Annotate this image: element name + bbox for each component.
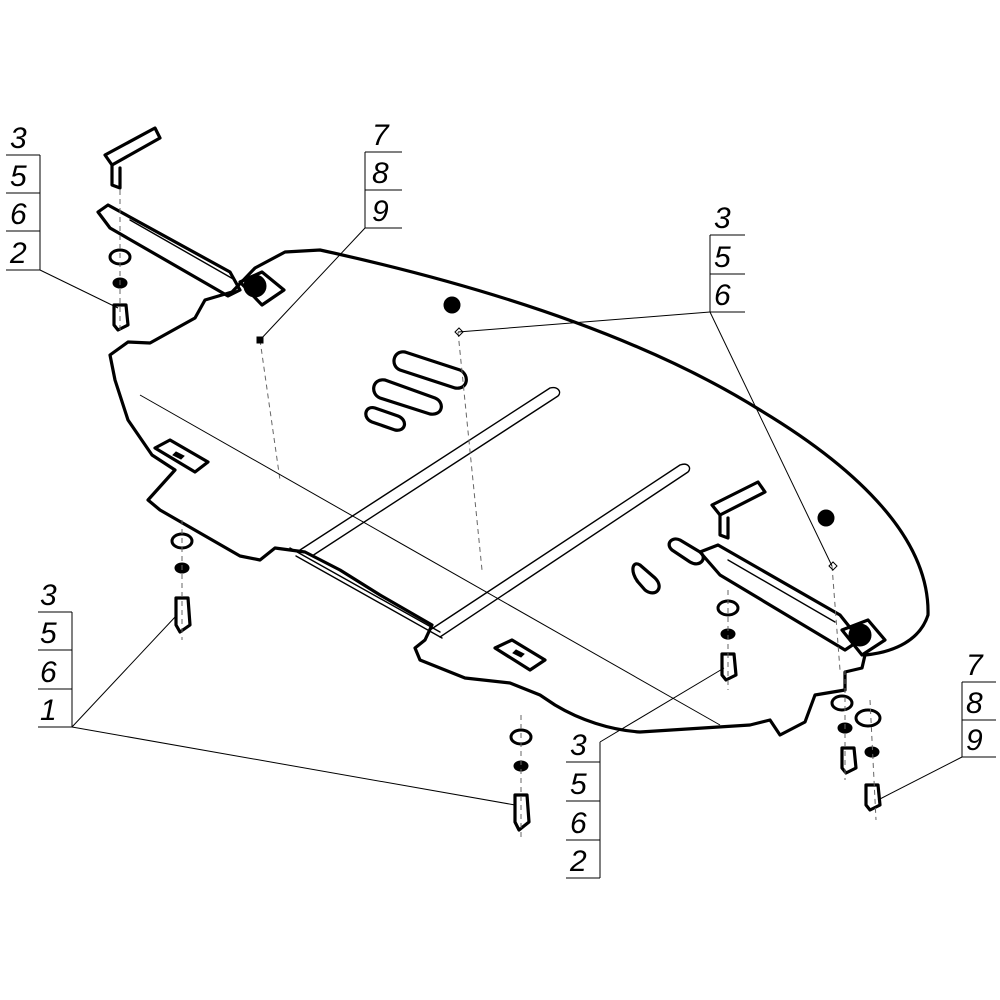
mount-hole-left: [172, 451, 185, 460]
callout-top-left: 3 5 6 2: [6, 122, 41, 271]
front-fold-line: [289, 547, 443, 639]
callout-top-center: 7 8 9: [364, 119, 402, 229]
callout-label: 9: [966, 724, 983, 757]
callout-label: 5: [714, 241, 731, 274]
vent-slot-3: [364, 405, 406, 432]
hardware-stack-left: [170, 520, 194, 640]
hardware-stack-right-a: [830, 670, 858, 780]
vent-slot-2: [372, 378, 443, 416]
callout-label: 3: [10, 122, 27, 155]
callout-label: 2: [9, 237, 27, 270]
vent-slot-1: [392, 350, 468, 390]
hardware-stack-center: [716, 590, 740, 690]
hardware-stack-right-b: [854, 699, 882, 821]
hardware-stack-top-left: [108, 190, 132, 332]
callout-bottom-center: 3 5 6 2: [566, 729, 601, 879]
vent-slot-4: [631, 562, 661, 595]
callout-label: 6: [10, 198, 27, 231]
skid-plate-outline: [108, 248, 930, 737]
callout-label: 2: [569, 845, 587, 878]
skid-plate: [108, 248, 930, 737]
bracket-right: [698, 480, 887, 657]
callout-label: 7: [966, 649, 984, 682]
callout-label: 8: [372, 157, 389, 190]
callout-label: 3: [40, 579, 57, 612]
vent-slot-5: [667, 537, 705, 566]
callout-label: 7: [372, 119, 390, 152]
rib-right: [429, 463, 691, 638]
mount-tab-left: [153, 438, 210, 474]
callout-label: 5: [10, 160, 27, 193]
callout-right-lower: 7 8 9: [961, 649, 996, 758]
mount-tab-bottom: [493, 638, 547, 672]
bracket-left: [96, 126, 286, 307]
hardware-stack-bottom: [509, 715, 533, 840]
callout-label: 9: [372, 195, 389, 228]
callout-label: 5: [40, 617, 57, 650]
callout-left-lower: 3 5 6 1: [38, 579, 73, 728]
callout-label: 6: [570, 807, 587, 840]
rib-left: [299, 386, 561, 557]
callout-label: 1: [40, 694, 57, 727]
callout-right-upper: 3 5 6: [709, 202, 745, 313]
mount-hole-bottom: [512, 649, 525, 658]
callout-label: 6: [714, 279, 731, 312]
leader-lines: [39, 227, 963, 806]
callout-label: 5: [570, 768, 587, 801]
callout-label: 3: [714, 202, 731, 235]
callout-label: 6: [40, 656, 57, 689]
callout-label: 8: [966, 687, 983, 720]
stud-right: [817, 509, 835, 527]
assembly-lines: [139, 331, 841, 726]
stud-center: [443, 296, 461, 314]
callout-label: 3: [570, 729, 587, 762]
